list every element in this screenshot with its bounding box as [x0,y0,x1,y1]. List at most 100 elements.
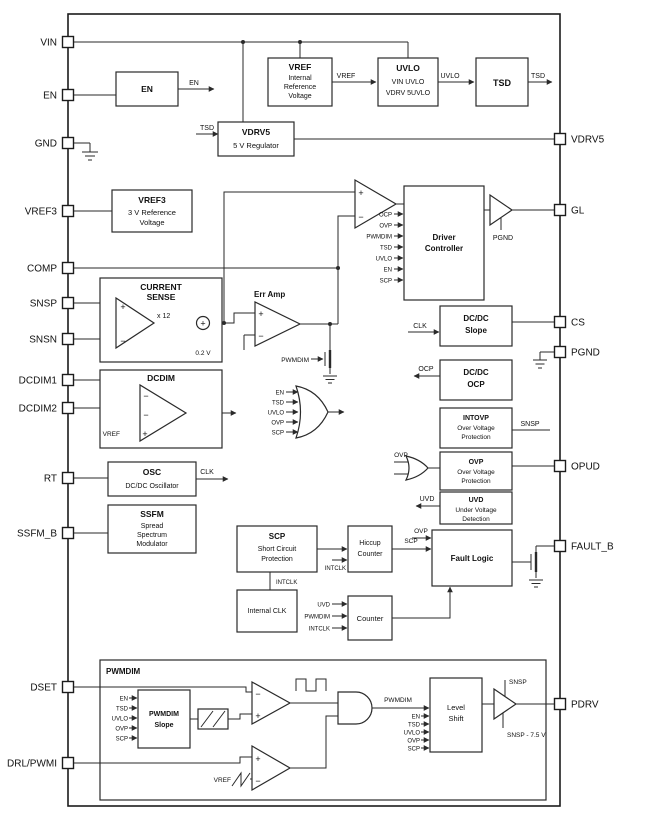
clk-label: CLK [413,323,427,330]
vref-label: VREF [214,777,231,784]
block-line: VIN UVLO [392,79,425,86]
block-title: DC/DC [463,314,489,323]
pin-label: DCDIM2 [19,404,58,415]
en-label: EN [276,391,284,397]
pin-label: SNSN [29,335,57,346]
minus-sign: − [120,336,125,346]
slope-box [439,305,513,347]
pin-label: COMP [27,264,57,275]
pin-opud: OPUD [553,459,600,473]
en-label: EN [384,268,392,274]
scp-label: SCP [404,538,417,545]
block-line: Over Voltage [457,469,495,476]
block-title: VDRV5 [242,127,270,137]
snsp-label: SNSP [509,679,527,686]
uvd-label: UVD [420,496,435,503]
ground-icon [82,151,98,161]
plus-sign: + [358,188,363,198]
block-line: Spectrum [137,532,167,539]
pwmdim-label: PWMDIM [281,357,309,364]
pin-label: DCDIM1 [19,376,58,387]
ovp-label: OVP [115,727,128,733]
pwm-slope-box [137,689,191,749]
block-line: VDRV 5UVLO [386,90,431,97]
block-line: Protection [461,478,491,485]
counter-box [347,595,393,641]
block-title: Internal CLK [248,608,287,615]
pin-dcdim2: DCDIM2 [19,401,75,415]
pin-label: SSFM_B [17,529,57,540]
block-title: DC/DC [463,368,489,377]
block-title: VREF3 [138,195,166,205]
block-title: PWMDIM [149,711,179,718]
ovp-label: OVP [407,739,420,745]
pins-right: VDRV5 GL CS PGND OPUD FAULT_B PDRV [553,132,614,711]
tsd-label: TSD [116,707,129,713]
ovp-label: OVP [414,528,428,535]
gain-label: x 12 [157,313,170,320]
block-title: OCP [467,380,485,389]
tsd-label: TSD [531,73,545,80]
pwmdim-section-box [99,659,547,801]
pwm-comparator: + − [354,178,398,230]
block-title: OSC [143,467,161,477]
minus-sign: − [255,689,260,699]
uvlo-box [377,57,439,107]
block-title: Counter [357,614,384,623]
block-dcdc-slope: DC/DC Slope [439,305,513,347]
signal-labels: EN VREF UVLO TSD TSD OCP OVP PWMDIM TSD … [112,73,547,784]
fault-box [431,529,513,587]
junction-dots [222,40,340,326]
plus-sign: + [255,754,260,764]
section-title: PWMDIM [106,667,141,676]
block-hiccup-counter: Hiccup Counter [347,525,393,573]
pin-label: FAULT_B [571,542,614,553]
ref-label: 0.2 V [195,350,211,357]
plus-sign: + [120,302,125,312]
vref-label: VREF [337,73,356,80]
block-line: Under Voltage [455,507,497,514]
pin-label: EN [43,91,57,102]
pwm-comparator-triangle [251,680,292,726]
block-title: Driver [432,233,455,242]
block-dcdc-ocp: DC/DC OCP [439,359,513,401]
scp-label: SCP [272,431,284,437]
pwmdim-label: PWMDIM [304,615,330,621]
pin-label: PDRV [571,700,599,711]
osc-box [107,461,197,497]
vdrv5-box [217,121,295,157]
plus-sign: + [200,319,205,329]
scp-label: SCP [380,279,392,285]
pins-left: VIN EN GND VREF3 COMP SNSP SNSN DCDIM1 D… [7,35,75,770]
cs-amp-triangle [115,296,156,350]
plus-sign: + [258,309,263,319]
tsd-label: TSD [200,125,214,132]
en-label: EN [412,715,420,721]
block-vdrv5: VDRV5 5 V Regulator [217,121,295,157]
pin-label: GL [571,206,585,217]
block-title: INTOVP [463,415,489,422]
block-line: Hiccup [359,540,381,547]
pin-label: OPUD [571,462,600,473]
intovp-box [439,407,513,449]
err-amp-triangle [254,301,302,347]
block-scp: SCP Short Circuit Protection [236,525,318,573]
block-osc: OSC DC/DC Oscillator [107,461,197,497]
or-gate-icon [404,455,429,481]
pin-label: DRL/PWMI [7,759,57,770]
dcdc-ocp-box [439,359,513,401]
pin-label: DSET [30,683,57,694]
ocp-label: OCP [418,366,434,373]
sawtooth-icon [200,710,226,728]
block-line: Voltage [288,93,311,100]
plus-sign: + [142,429,147,439]
pin-label: SNSP [30,299,58,310]
pwmi-comparator-triangle [251,744,292,792]
pin-label: VDRV5 [571,135,605,146]
pin-label: PGND [571,348,600,359]
wiring [74,41,554,780]
intclk-label: INTCLK [325,566,346,572]
block-line: Over Voltage [457,425,495,432]
minus-sign: − [143,391,148,401]
pin-ssfm-b: SSFM_B [17,526,75,540]
